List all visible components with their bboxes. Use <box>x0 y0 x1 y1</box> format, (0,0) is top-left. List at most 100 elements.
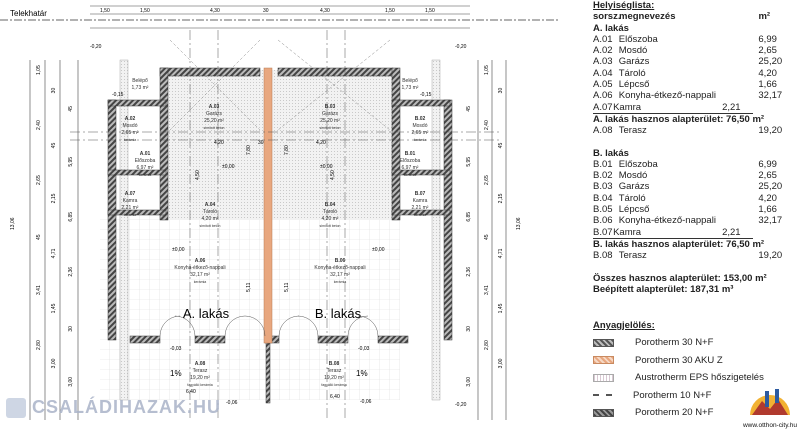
terrace-name: Terasz <box>618 125 647 137</box>
legend-item: Porotherm 10 N+F <box>593 387 764 405</box>
legend-item: Austrotherm EPS hőszigetelés <box>593 369 764 387</box>
room-area: 4,20 m² <box>322 216 339 222</box>
room-area: 2,65 <box>758 45 777 57</box>
room-code: A.01 <box>593 33 613 45</box>
room-code: A.06 <box>593 90 613 102</box>
logo-house-icon <box>750 389 790 415</box>
room-name: Lépcső <box>618 79 650 91</box>
unit-a-total: A. lakás hasznos alapterület: 76,50 m² <box>593 113 765 125</box>
room-name: Konyha-étkező-nappali <box>618 90 716 102</box>
room-area: 19,20 m² <box>190 375 210 381</box>
room-name: Lépcső <box>618 204 650 216</box>
level-garage-a: ±0,00 <box>222 164 235 170</box>
dim-living-a: 5,11 <box>246 282 252 292</box>
total-usable-area: Összes hasznos alapterület: 153,00 m² <box>593 272 767 284</box>
room-finish: kerámia <box>414 213 427 217</box>
room-code: B.04 <box>325 202 336 208</box>
room-name: Kamra <box>613 101 642 113</box>
dim-left: 45 <box>36 234 42 240</box>
legend-swatch-icon <box>593 356 614 365</box>
room-finish: fagyálló kerámia <box>321 383 347 387</box>
dim-left: 3,00 <box>51 358 57 368</box>
room-name: Előszoba <box>618 158 658 170</box>
room-area: 2,21 <box>722 226 741 238</box>
room-area: 2,21 m² <box>122 205 139 211</box>
room-code: B.03 <box>325 104 336 110</box>
room-code: A.02 <box>125 116 136 122</box>
room-area: 2,65 m² <box>412 130 429 136</box>
header-name: megnevezés <box>619 11 676 23</box>
dim-top: 1,50 <box>140 8 150 14</box>
room-area: 1,73 m² <box>132 85 149 91</box>
level-terrace-a: -0,03 <box>170 346 182 352</box>
room-code: B.06 <box>335 258 346 264</box>
room-code: A.03 <box>593 56 613 68</box>
room-name: Mosdó <box>618 45 648 57</box>
room-name: Belépő <box>132 78 148 84</box>
room-area: 4,20 <box>758 67 777 79</box>
room-list-header: sorsz. megnevezés m² <box>593 11 798 22</box>
room-name: Konyha-étkező-nappali <box>314 265 365 271</box>
dim-left: 1,05 <box>36 65 42 75</box>
dim-garage-a: 4,20 <box>214 140 224 146</box>
room-code: A.07 <box>125 191 136 197</box>
room-area: 25,20 m² <box>320 118 340 124</box>
room-finish: kerámia <box>124 213 137 217</box>
dim-right: 6,85 <box>466 212 472 222</box>
room-code: A.01 <box>140 151 151 157</box>
level-outer-tl: -0,20 <box>90 44 102 50</box>
dim-right: 3,41 <box>484 285 490 295</box>
room-code: B.04 <box>593 192 613 204</box>
party-wall <box>263 67 273 344</box>
walls <box>107 67 453 404</box>
room-finish: kerámia <box>414 138 427 142</box>
room-code: A.06 <box>195 258 206 264</box>
room-name: Kamra <box>123 198 138 204</box>
unit-b-label: B. lakás <box>315 306 362 321</box>
room-name: Belépő <box>402 78 418 84</box>
level-edge-a: -0,06 <box>226 400 238 406</box>
room-name: Tároló <box>618 67 646 79</box>
dim-left: 3,00 <box>68 377 74 387</box>
legend-item: Porotherm 20 N+F <box>593 404 764 422</box>
room-area: 6,97 m² <box>137 165 154 171</box>
otthon-city-logo: www.otthon-city.hu <box>742 385 798 429</box>
room-name: Előszoba <box>400 158 421 164</box>
dim-depth-b: 7,80 <box>284 145 290 155</box>
unit-a-terrace: A.08 Terasz 19,20 <box>593 125 798 136</box>
room-code: A.08 <box>195 361 206 367</box>
room-row: A.04 Tároló 4,20 <box>593 68 798 79</box>
dim-right: 5,95 <box>466 157 472 167</box>
dim-right: 3,00 <box>498 358 504 368</box>
room-area: 4,20 <box>758 192 777 204</box>
room-finish: kerámia <box>404 173 417 177</box>
room-name: Garázs <box>618 56 650 68</box>
level-terrace-b: -0,03 <box>358 346 370 352</box>
unit-b-terrace: B.08 Terasz 19,20 <box>593 250 798 261</box>
dim-left: 2,80 <box>36 340 42 350</box>
built-area: Beépített alapterület: 187,31 m³ <box>593 283 734 295</box>
room-name: Kamra <box>613 226 642 238</box>
room-finish: simított beton <box>319 126 340 130</box>
level-outer-tr: -0,20 <box>455 44 467 50</box>
unit-b-total: B. lakás hasznos alapterület: 76,50 m² <box>593 238 765 250</box>
logo-url: www.otthon-city.hu <box>742 422 798 429</box>
dim-storage-a: 4,50 <box>195 170 201 180</box>
legend-label: Porotherm 30 N+F <box>635 337 714 349</box>
room-finish: fagyálló kerámia <box>187 383 213 387</box>
room-code: A.04 <box>593 67 613 79</box>
room-area: 19,20 m² <box>324 375 344 381</box>
